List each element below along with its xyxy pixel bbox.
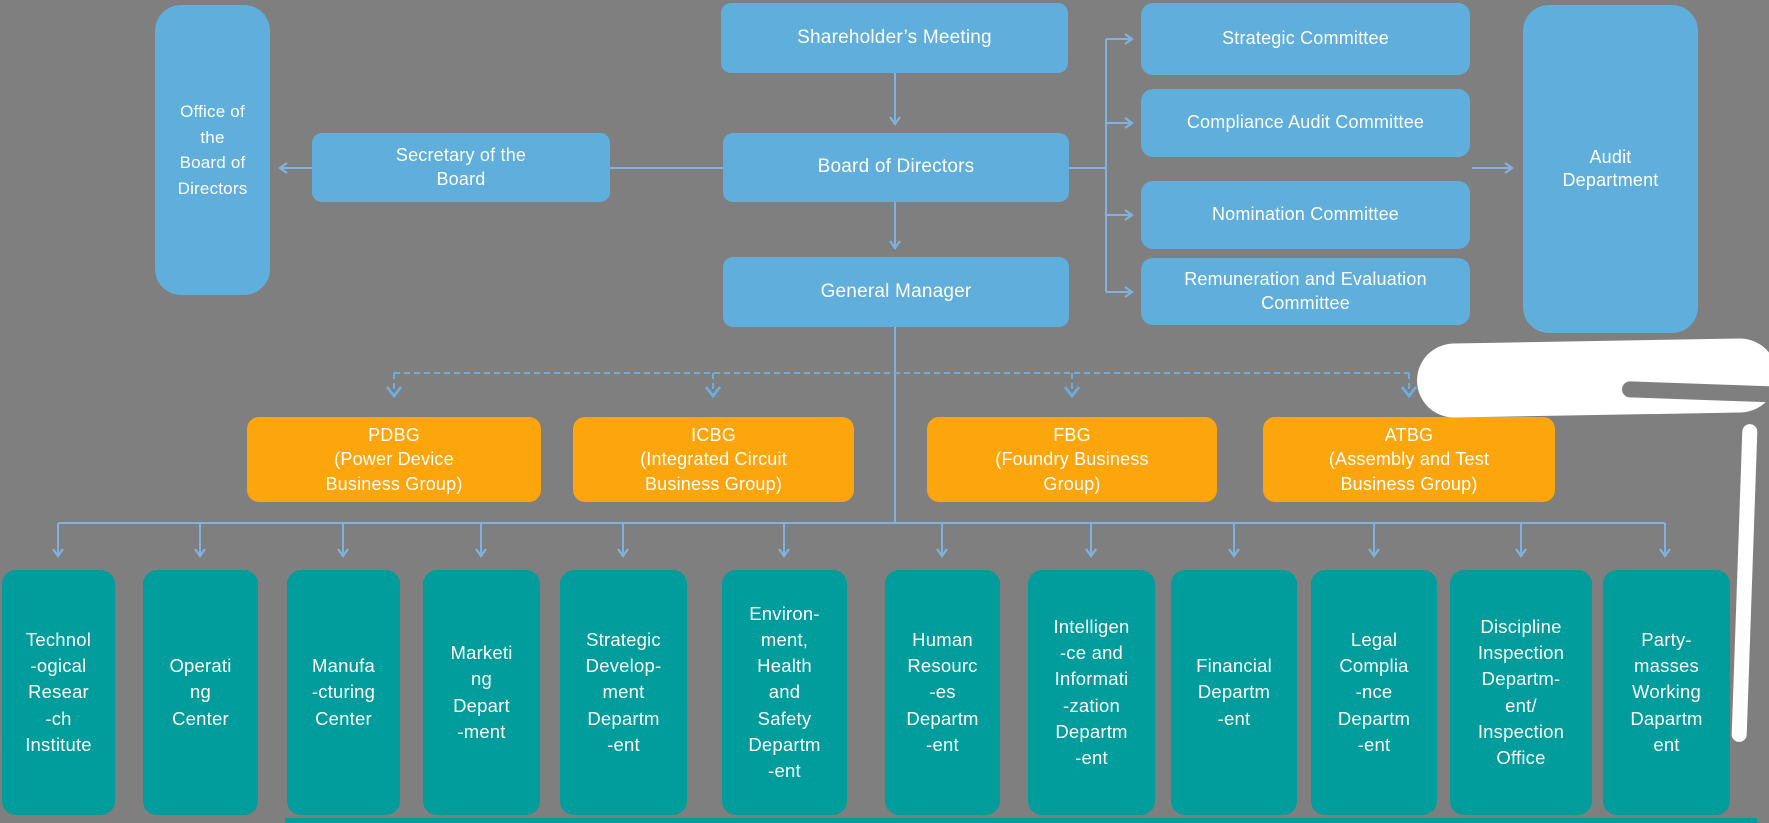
- node-dept-marketing-department: Marketi ng Depart -ment: [423, 570, 540, 815]
- node-office-of-the-board: Office of the Board of Directors: [155, 5, 270, 295]
- node-dept-manufacturing-center: Manufa -cturing Center: [287, 570, 400, 815]
- node-dept-party-masses-working-department: Party- masses Working Dapartm ent: [1603, 570, 1730, 815]
- whiteout-blob: [1416, 337, 1769, 419]
- node-dept-intelligence-informatization-department: Intelligen -ce and Informati -zation Dep…: [1028, 570, 1155, 815]
- node-dept-discipline-inspection-department: Discipline Inspection Departm- ent/ Insp…: [1450, 570, 1592, 815]
- node-atbg: ATBG (Assembly and Test Business Group): [1263, 417, 1555, 502]
- node-fbg: FBG (Foundry Business Group): [927, 417, 1217, 502]
- node-nomination-committee: Nomination Committee: [1141, 181, 1470, 249]
- node-dept-legal-compliance-department: Legal Complia -nce Departm -ent: [1311, 570, 1437, 815]
- node-shareholders-meeting: Shareholder’s Meeting: [721, 3, 1068, 73]
- node-dept-strategic-development-department: Strategic Develop- ment Departm -ent: [560, 570, 687, 815]
- node-board-of-directors: Board of Directors: [723, 133, 1069, 202]
- node-remuneration-evaluation-committee: Remuneration and Evaluation Committee: [1141, 258, 1470, 325]
- node-secretary-of-the-board: Secretary of the Board: [312, 133, 610, 202]
- node-audit-department: Audit Department: [1523, 5, 1698, 333]
- node-dept-operating-center: Operati ng Center: [143, 570, 258, 815]
- node-pdbg: PDBG (Power Device Business Group): [247, 417, 541, 502]
- node-dept-technological-research-institute: Technol -ogical Resear -ch Institute: [2, 570, 115, 815]
- node-dept-financial-department: Financial Departm -ent: [1171, 570, 1297, 815]
- node-compliance-audit-committee: Compliance Audit Committee: [1141, 89, 1470, 157]
- node-dept-human-resources-department: Human Resourc -es Departm -ent: [885, 570, 1000, 815]
- bottom-edge-teal-bar: [285, 818, 1757, 823]
- node-icbg: ICBG (Integrated Circuit Business Group): [573, 417, 854, 502]
- node-general-manager: General Manager: [723, 257, 1069, 327]
- node-strategic-committee: Strategic Committee: [1141, 3, 1470, 75]
- node-dept-ehs-department: Environ- ment, Health and Safety Departm…: [722, 570, 847, 815]
